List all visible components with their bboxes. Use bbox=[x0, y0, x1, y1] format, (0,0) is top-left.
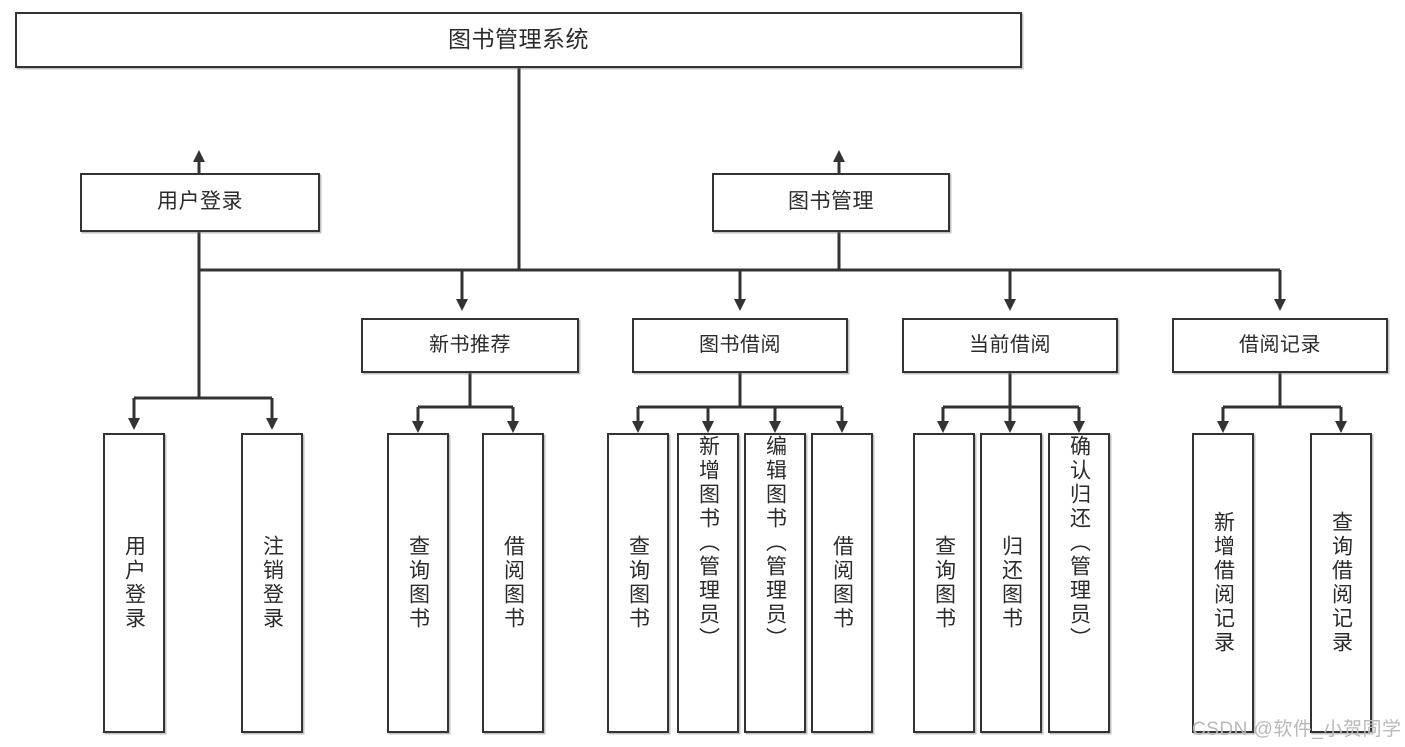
leaf-user-login-login[interactable]: 用户登录 bbox=[103, 433, 165, 733]
leaf-new-book-query[interactable]: 查询图书 bbox=[387, 433, 449, 733]
node-label: 查询图书 bbox=[932, 535, 956, 631]
node-label: 图书管理 bbox=[788, 190, 874, 214]
leaf-current-borrow-query[interactable]: 查询图书 bbox=[913, 433, 975, 733]
csdn-watermark: CSDN @软件_小贺同学 bbox=[1192, 719, 1402, 740]
node-book-borrow[interactable]: 图书借阅 bbox=[632, 318, 848, 373]
node-book-management[interactable]: 图书管理 bbox=[712, 173, 950, 232]
node-label: 确认归还（管理员） bbox=[1067, 435, 1091, 651]
node-label: 借阅图书 bbox=[501, 535, 525, 631]
node-label: 归还图书 bbox=[999, 535, 1023, 631]
node-new-book-recommend[interactable]: 新书推荐 bbox=[361, 318, 579, 373]
node-borrow-record[interactable]: 借阅记录 bbox=[1172, 318, 1388, 373]
node-current-borrow[interactable]: 当前借阅 bbox=[902, 318, 1118, 373]
leaf-user-login-logout[interactable]: 注销登录 bbox=[241, 433, 303, 733]
node-label: 图书借阅 bbox=[699, 333, 781, 356]
node-label: 图书管理系统 bbox=[448, 26, 589, 53]
node-label: 用户登录 bbox=[122, 535, 146, 631]
node-label: 编辑图书（管理员） bbox=[763, 435, 787, 651]
node-label: 新增借阅记录 bbox=[1211, 511, 1235, 655]
leaf-current-borrow-confirm-return[interactable]: 确认归还（管理员） bbox=[1048, 433, 1110, 733]
node-label: 借阅图书 bbox=[830, 535, 854, 631]
node-label: 借阅记录 bbox=[1239, 333, 1321, 356]
leaf-book-borrow-edit[interactable]: 编辑图书（管理员） bbox=[744, 433, 806, 733]
leaf-current-borrow-return[interactable]: 归还图书 bbox=[980, 433, 1042, 733]
node-label: 新书推荐 bbox=[429, 333, 511, 356]
node-user-login[interactable]: 用户登录 bbox=[80, 173, 320, 232]
leaf-new-book-borrow[interactable]: 借阅图书 bbox=[482, 433, 544, 733]
node-label: 用户登录 bbox=[157, 190, 243, 214]
node-label: 当前借阅 bbox=[969, 333, 1051, 356]
node-label: 查询借阅记录 bbox=[1329, 511, 1353, 655]
node-root-system[interactable]: 图书管理系统 bbox=[15, 12, 1022, 68]
node-label: 查询图书 bbox=[626, 535, 650, 631]
leaf-borrow-record-query[interactable]: 查询借阅记录 bbox=[1310, 433, 1372, 733]
leaf-borrow-record-add[interactable]: 新增借阅记录 bbox=[1192, 433, 1254, 733]
node-label: 注销登录 bbox=[260, 535, 284, 631]
node-label: 查询图书 bbox=[406, 535, 430, 631]
leaf-book-borrow-query[interactable]: 查询图书 bbox=[607, 433, 669, 733]
leaf-book-borrow-add[interactable]: 新增图书（管理员） bbox=[677, 433, 739, 733]
leaf-book-borrow-borrow[interactable]: 借阅图书 bbox=[811, 433, 873, 733]
node-label: 新增图书（管理员） bbox=[696, 435, 720, 651]
